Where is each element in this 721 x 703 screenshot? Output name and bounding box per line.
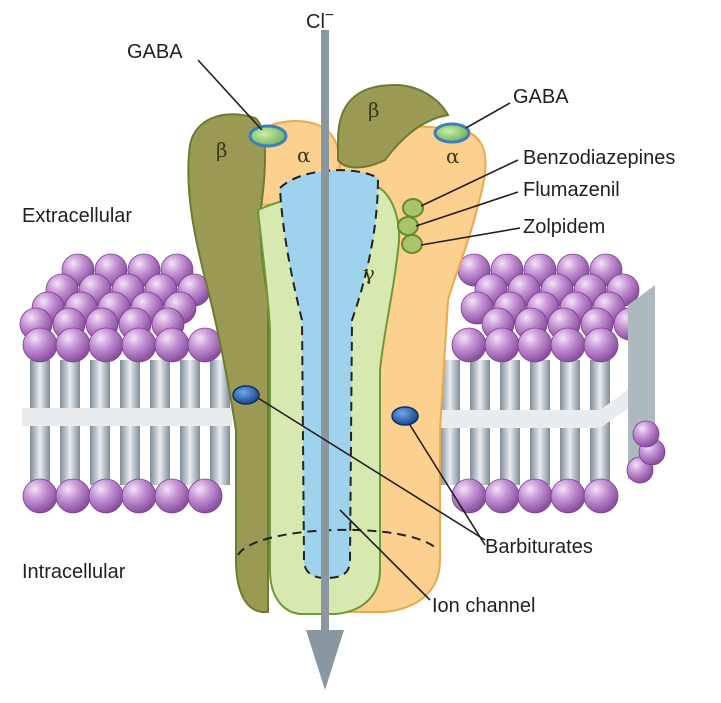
gaba-site-right	[435, 124, 469, 142]
membrane-left-mid-band	[22, 408, 232, 426]
lipid-head	[551, 328, 585, 362]
label-alpha-left: α	[297, 143, 311, 167]
lipid-head	[551, 479, 585, 513]
lipid-head	[56, 479, 90, 513]
zolpidem-site	[402, 235, 422, 253]
arrow-shaft	[321, 30, 329, 642]
label-intracellular: Intracellular	[22, 561, 126, 583]
lipid-head	[518, 328, 552, 362]
label-alpha-right: α	[446, 144, 460, 168]
lipid-head	[518, 479, 552, 513]
label-zolpidem: Zolpidem	[523, 216, 605, 238]
barbiturate-site-left	[233, 386, 259, 404]
lipid-head	[23, 479, 57, 513]
lipid-head	[155, 479, 189, 513]
label-gaba-left: GABA	[127, 41, 183, 63]
lipid-head	[56, 328, 90, 362]
leader-gaba-right	[466, 103, 510, 128]
gaba-site-left	[250, 126, 286, 146]
barbiturate-site-right	[392, 407, 418, 425]
label-benzodiazepines: Benzodiazepines	[523, 147, 675, 169]
ion-label: Cl−	[306, 7, 334, 33]
ion-charge: −	[325, 7, 334, 24]
beta-subunit-left	[188, 114, 268, 612]
label-gamma: γ	[363, 261, 375, 285]
label-flumazenil: Flumazenil	[523, 179, 620, 201]
lipid-head	[122, 479, 156, 513]
label-ion-channel: Ion channel	[432, 595, 535, 617]
label-beta-right: β	[368, 98, 380, 122]
gaba-a-receptor	[188, 85, 485, 614]
benzodiazepine-site	[403, 199, 423, 217]
ion-symbol: Cl	[306, 11, 325, 33]
lipid-head	[155, 328, 189, 362]
lipid-head	[89, 479, 123, 513]
arrow-head	[306, 630, 344, 690]
lipid-head	[188, 479, 222, 513]
label-extracellular: Extracellular	[22, 205, 132, 227]
lipid-head	[485, 479, 519, 513]
lipid-head	[23, 328, 57, 362]
lipid-head	[633, 421, 659, 447]
lipid-head	[188, 328, 222, 362]
lipid-head	[584, 479, 618, 513]
label-barbiturates: Barbiturates	[485, 536, 593, 558]
lipid-head	[452, 479, 486, 513]
flumazenil-site	[398, 217, 418, 235]
lipid-head	[485, 328, 519, 362]
lipid-head	[89, 328, 123, 362]
label-gaba-right: GABA	[513, 86, 569, 108]
label-beta-left: β	[216, 138, 228, 162]
lipid-head	[452, 328, 486, 362]
lipid-head	[584, 328, 618, 362]
lipid-head	[122, 328, 156, 362]
